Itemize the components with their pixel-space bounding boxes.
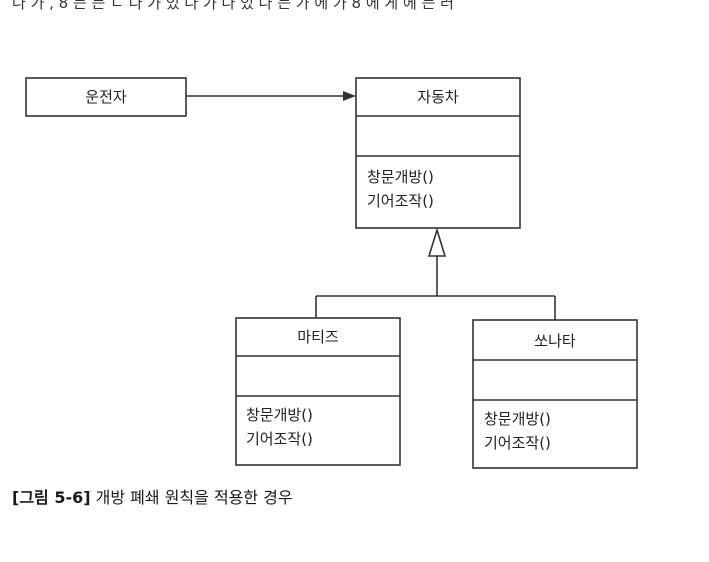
matiz-method: 창문개방() [246, 406, 313, 424]
car-method: 창문개방() [367, 168, 434, 186]
driver-class-box [25, 77, 187, 117]
cropped-top-text: 나 가 , 8 는 는 ㄷ 나 가 있 나 가 나 있 나 는 가 에 가 8 … [0, 0, 709, 26]
car-method: 기어조작() [367, 192, 434, 210]
figure-caption-text: 개방 폐쇄 원칙을 적용한 경우 [95, 488, 293, 507]
matiz-class-box [235, 317, 401, 466]
figure-caption: [그림 5-6] 개방 폐쇄 원칙을 적용한 경우 [12, 484, 293, 508]
matiz-method: 기어조작() [246, 430, 313, 448]
car-class-box [355, 77, 521, 229]
sonata-method: 기어조작() [484, 434, 551, 452]
sonata-class-name: 쏘나타 [534, 332, 576, 350]
car-class-name: 자동차 [417, 88, 459, 106]
figure-caption-tag: [그림 5-6] [12, 488, 91, 507]
cropped-top-text-content: 나 가 , 8 는 는 ㄷ 나 가 있 나 가 나 있 나 는 가 에 가 8 … [12, 0, 454, 12]
matiz-class-name: 마티즈 [297, 328, 339, 346]
association-arrowhead [343, 91, 356, 101]
generalization-triangle [427, 227, 447, 257]
sonata-method: 창문개방() [484, 410, 551, 428]
driver-class-name: 운전자 [85, 88, 127, 106]
